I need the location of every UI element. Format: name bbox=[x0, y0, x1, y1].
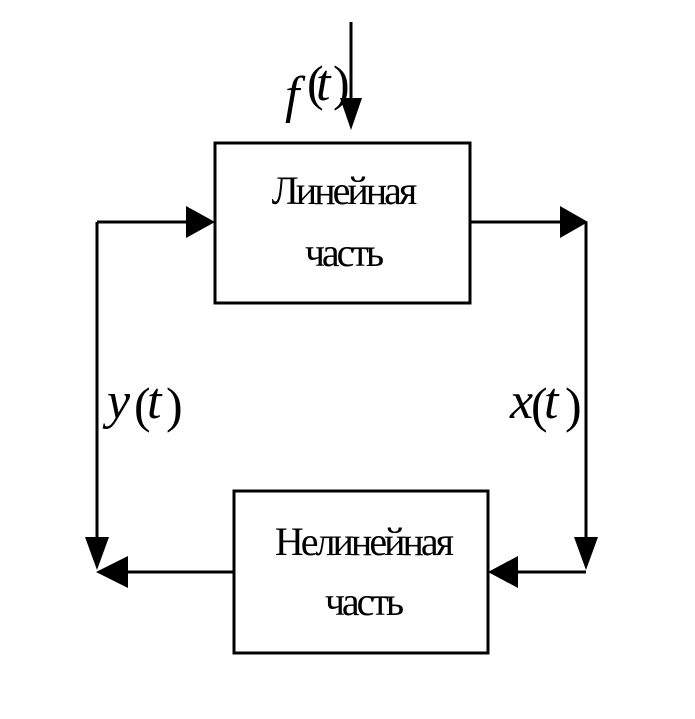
nonlinear-part-block bbox=[232, 489, 490, 655]
output-signal-fn: x bbox=[509, 373, 533, 430]
input-signal-arg: t bbox=[316, 55, 332, 112]
feedback-signal-arg: t bbox=[147, 373, 163, 430]
left-down-arrowhead bbox=[85, 537, 109, 570]
feedback-signal-open-paren: ( bbox=[134, 377, 151, 433]
linear-output-arrowhead bbox=[560, 206, 588, 238]
feedback-arrowhead bbox=[186, 206, 215, 238]
nonlinear-part-label-line1: Нелинейная bbox=[275, 519, 454, 564]
input-signal-close-paren: ) bbox=[333, 55, 350, 111]
feedback-signal-close-paren: ) bbox=[166, 377, 183, 433]
nonlinear-input-arrowhead bbox=[488, 556, 518, 588]
output-signal-close-paren: ) bbox=[565, 377, 582, 433]
output-signal-arg: t bbox=[544, 373, 560, 430]
input-signal-open-paren: ( bbox=[307, 55, 324, 111]
input-signal-fn: f bbox=[285, 67, 306, 124]
output-signal-label: x ( t ) bbox=[509, 373, 582, 433]
input-arrowhead bbox=[340, 98, 362, 130]
input-signal-label: f ( t ) bbox=[285, 55, 350, 124]
feedback-signal-fn: y bbox=[102, 373, 131, 430]
nonlinear-output-arrowhead bbox=[96, 556, 128, 588]
linear-part-block bbox=[213, 141, 472, 305]
linear-part-label-line2: часть bbox=[305, 230, 384, 275]
output-signal-open-paren: ( bbox=[531, 377, 548, 433]
feedback-signal-label: y ( t ) bbox=[102, 373, 183, 433]
nonlinear-part-label-line2: часть bbox=[325, 579, 404, 624]
linear-part-label-line1: Линейная bbox=[272, 168, 417, 213]
right-down-arrowhead bbox=[574, 537, 598, 570]
